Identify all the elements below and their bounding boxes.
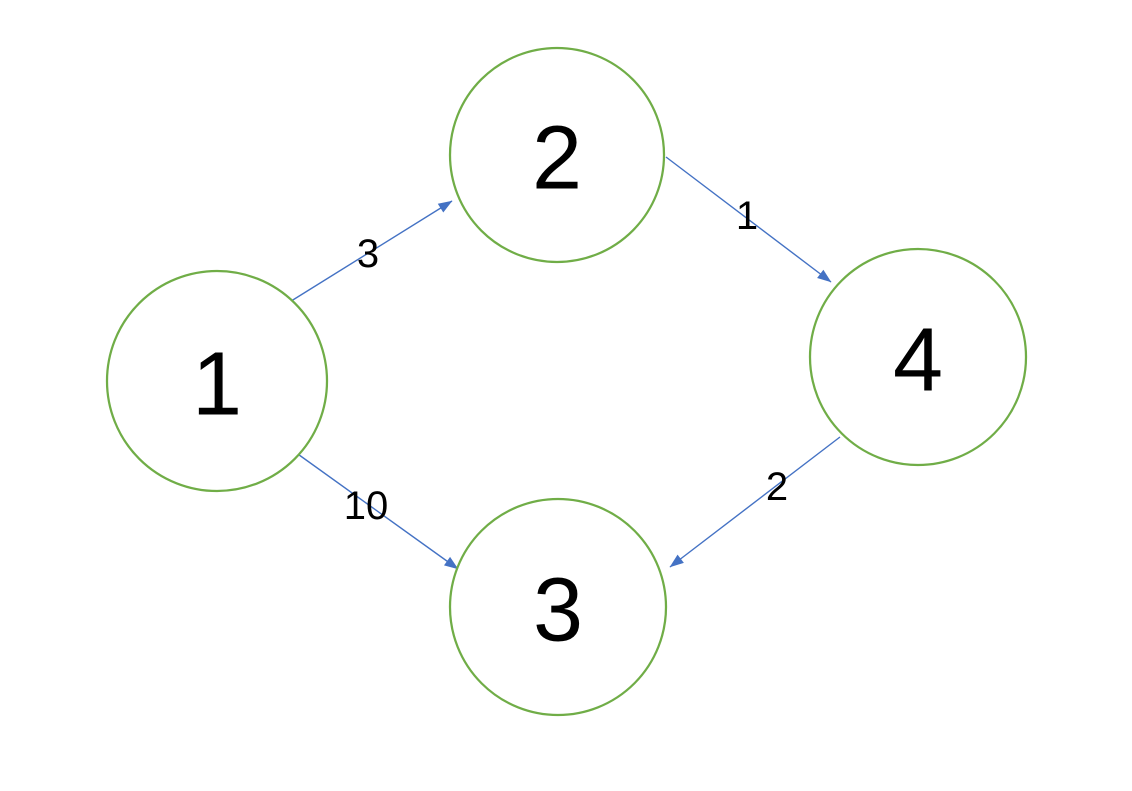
node-label-3: 3 <box>533 561 583 661</box>
edge-weight-4-to-3: 2 <box>766 465 788 509</box>
node-circle-1 <box>105 269 329 493</box>
node-label-4: 4 <box>893 311 943 411</box>
node-circle-2 <box>448 46 666 264</box>
node-3: 3 <box>448 497 668 717</box>
node-label-1: 1 <box>192 335 242 435</box>
edge-weight-1-to-2: 3 <box>357 232 379 276</box>
edge-1-to-3 <box>294 451 459 570</box>
node-circle-4 <box>808 247 1028 467</box>
node-label-2: 2 <box>532 109 582 209</box>
edge-4-to-3 <box>669 436 841 568</box>
edge-1-to-2 <box>287 200 453 304</box>
node-4: 4 <box>808 247 1028 467</box>
edge-weight-1-to-3: 10 <box>344 484 389 528</box>
node-1: 1 <box>105 269 329 493</box>
edge-2-to-4 <box>665 156 832 283</box>
node-circle-3 <box>448 497 668 717</box>
node-2: 2 <box>448 46 666 264</box>
edge-weight-2-to-4: 1 <box>736 194 758 238</box>
